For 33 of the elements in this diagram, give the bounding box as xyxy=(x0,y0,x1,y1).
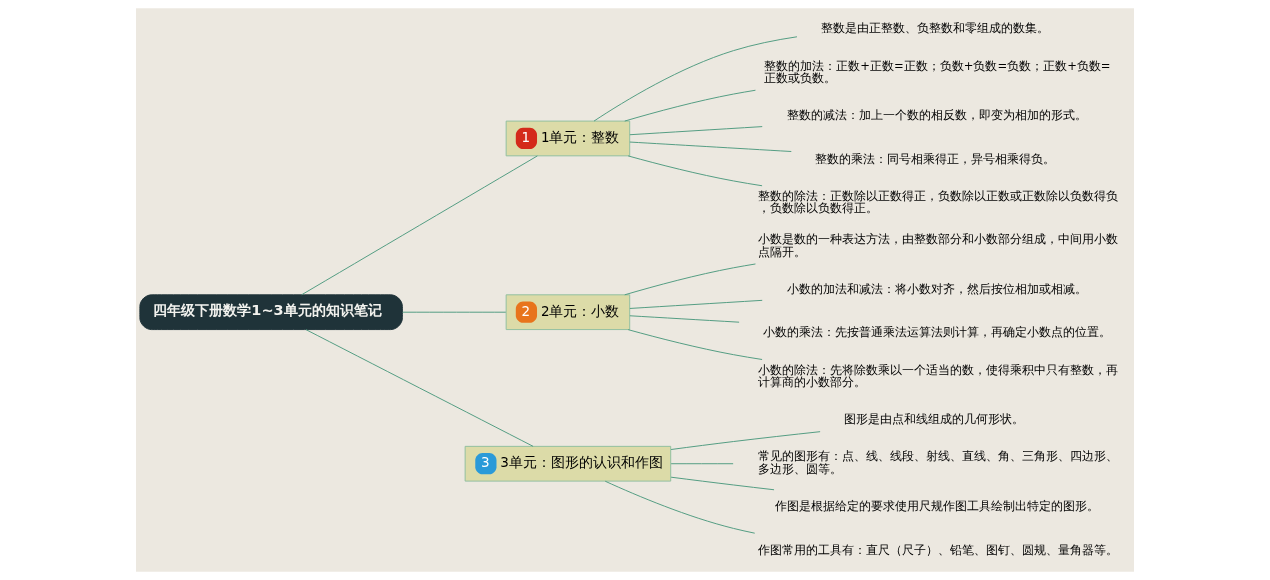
connector xyxy=(629,141,792,152)
connector xyxy=(629,315,740,323)
connector xyxy=(670,463,734,465)
connector xyxy=(305,329,534,447)
node-text: 小数的乘法：先按普通乘法运算法则计算，再确定小数点的位置。 xyxy=(763,325,1112,340)
node-box: 3 3单元：图形的认识和作图 xyxy=(464,445,672,482)
node-text: 小数是数的一种表达方法，由整数部分和小数部分组成，中间用小数点隔开。 xyxy=(757,232,1118,259)
node-box: 四年级下册数学1~3单元的知识笔记 xyxy=(139,294,403,331)
node-text: 小数的加法和减法：将小数对齐，然后按位相加或相减。 xyxy=(786,281,1087,296)
connector xyxy=(593,36,798,122)
node-text: 整数的减法：加上一个数的相反数，即变为相加的形式。 xyxy=(786,108,1087,123)
node-text: 整数的乘法：同号相乘得正，异号相乘得负。 xyxy=(815,151,1056,166)
connector xyxy=(629,299,763,309)
node-text: 整数的除法：正数除以正数得正，负数除以正数或正数除以负数得负，负数除以负数得正。 xyxy=(757,188,1118,216)
connector xyxy=(624,263,756,296)
node-text: 小数的除法：先将除数乘以一个适当的数，使得乘积中只有整数，再计算商的小数部分。 xyxy=(757,362,1118,390)
connector xyxy=(670,476,775,491)
node-text: 常见的图形有：点、线、线段、射线、直线、角、三角形、四边形、多边形、圆等。 xyxy=(757,449,1118,476)
node-text: 图形是由点和线组成的几何形状。 xyxy=(844,412,1025,427)
connector xyxy=(629,126,763,136)
connector xyxy=(604,480,756,534)
connector xyxy=(670,431,821,450)
connector xyxy=(624,89,756,122)
node-text: 作图是根据给定的要求使用尺规作图工具绘制出特定的图形。 xyxy=(774,499,1099,514)
node-text: 整数的加法：正数+正数=正数；负数+负数=负数；正数+负数=正数或负数。 xyxy=(764,58,1111,86)
node-text: 作图常用的工具有：直尺（尺子）、铅笔、图钉、圆规、量角器等。 xyxy=(757,542,1118,557)
connector xyxy=(301,155,538,296)
connector xyxy=(627,155,763,187)
node-box: 1 1单元：整数 xyxy=(505,120,631,157)
node-box: 2 2单元：小数 xyxy=(505,294,631,331)
connector xyxy=(402,311,507,313)
connector xyxy=(627,329,763,360)
node-text: 整数是由正整数、负整数和零组成的数集。 xyxy=(821,21,1050,36)
